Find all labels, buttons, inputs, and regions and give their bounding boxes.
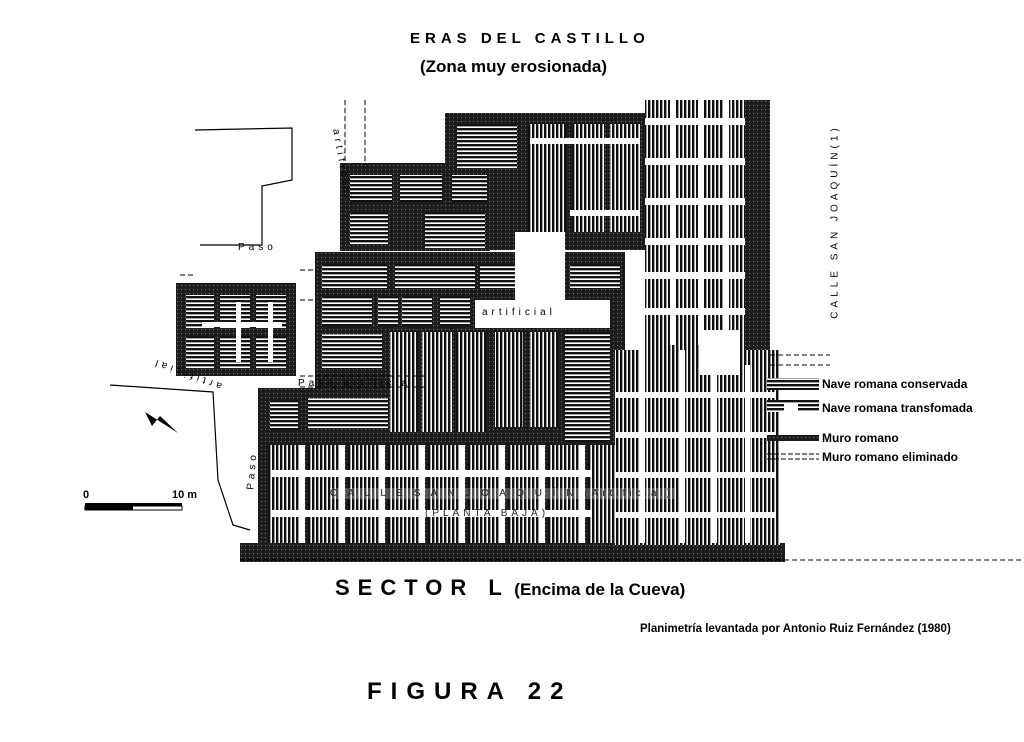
nave-romana [268,445,301,543]
white-gap [420,445,425,543]
nave-romana [565,332,610,442]
nave-romana [452,175,487,202]
street-label-bottom: C A L L E S A N J O A Q U Í N (Artificia… [330,488,674,499]
white-gap [645,238,745,245]
nave-romana [322,334,382,369]
credit-line: Planimetría levantada por Antonio Ruiz F… [640,623,951,635]
map-title: ERAS DEL CASTILLO [410,30,650,47]
white-gap [645,198,745,205]
nave-romana [440,296,470,326]
boundary-lines [109,127,293,531]
white-gap [700,330,740,375]
white-gap [698,100,703,345]
eliminated-walls [180,100,1024,561]
sector-detail: (Encima de la Cueva) [514,580,686,599]
white-gap [670,100,675,345]
nave-romana [388,445,421,543]
white-gap [515,232,565,302]
nave-romana [508,445,541,543]
nave-romana [348,445,381,543]
nave-romana [322,264,387,289]
white-gap [272,470,592,477]
nave-romana [570,264,620,289]
nave-romana [350,212,388,244]
nave-romana [425,212,485,248]
white-gap [645,118,745,125]
transformations [202,100,775,543]
legend-item-muro-romano: Muro romano [822,431,899,445]
white-gap [680,350,685,543]
white-gap [615,472,775,478]
street-label-right: CALLE SAN JOAQUÍN(1) [829,124,841,319]
legend-symbols [767,378,819,460]
white-gap [615,512,775,518]
scale-end: 10 m [172,489,198,501]
nave-romana [350,175,392,202]
white-gap [712,350,717,543]
white-gap [460,445,465,543]
nave-romana [322,296,372,326]
wall [240,543,785,562]
white-gap [745,365,750,543]
nave-romana [308,398,388,428]
nave-romana [548,445,581,543]
white-gap [615,432,775,438]
nave-romana [402,296,432,326]
nave-romana [428,445,461,543]
white-gap [645,158,745,165]
white-gap [615,392,775,398]
north-arrow-icon [145,412,178,433]
legend-item-nave-transformada: Nave romana transfomada [822,401,973,415]
artificial-center-label: artificial [482,307,556,318]
white-gap [380,445,385,543]
white-gap [540,445,545,543]
figure-number: FIGURA 22 [367,678,573,705]
nave-romana [495,332,523,427]
nave-romana [220,336,250,368]
white-gap [645,308,745,315]
white-gap [500,445,505,543]
nave-romana [400,175,442,202]
nave-romana [390,332,418,432]
planta-baja-label: (PLANTA BAJA) [425,508,550,519]
white-gap [580,445,585,543]
white-gap [645,272,745,279]
white-gap [724,100,729,345]
nave-romana [186,336,214,368]
sector-name: SECTOR L [335,575,510,600]
white-gap [640,350,645,543]
scale-bar [84,503,183,511]
nave-romana [530,332,558,427]
white-gap [272,510,592,517]
nave-romana [308,445,341,543]
nave-romana [468,445,501,543]
white-gap [268,302,273,362]
nave-romana [422,332,452,432]
nave-romana [378,296,398,326]
legend-item-nave-conservada: Nave romana conservada [822,377,968,391]
nave-romana [457,124,517,168]
white-gap [530,138,640,144]
sector-heading: SECTOR L (Encima de la Cueva) [335,575,685,601]
white-gap [475,300,610,328]
wall [745,100,770,365]
white-gap [202,322,282,327]
white-gap [570,210,640,216]
nave-romana [395,264,475,289]
paso-artificial-mid-label: Paso artificial [298,378,418,389]
nave-romana [456,332,486,432]
nave-romana [588,445,621,543]
legend-item-muro-eliminado: Muro romano eliminado [822,450,959,464]
white-gap [236,302,241,362]
paso-top-label: Paso [238,242,277,253]
white-gap [300,445,305,543]
nave-romana [270,400,298,430]
scale-start: 0 [83,489,90,501]
map-subtitle: (Zona muy erosionada) [420,57,608,76]
white-gap [340,445,345,543]
